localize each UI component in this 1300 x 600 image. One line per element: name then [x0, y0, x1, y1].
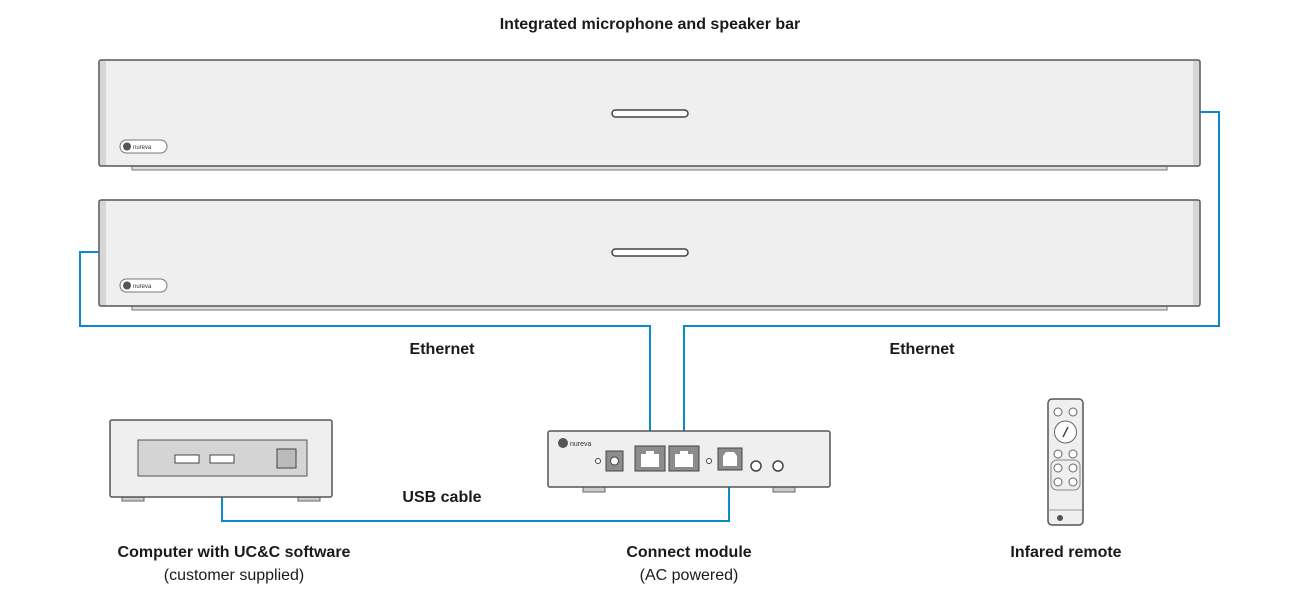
computer-label: Computer with UC&C software [118, 544, 351, 561]
remote-label: Infared remote [1010, 544, 1121, 561]
ethernet-label-left: Ethernet [410, 341, 476, 358]
module-label: Connect module [626, 544, 751, 561]
infrared-remote-device [1047, 398, 1084, 526]
ethernet-cable-right [683, 111, 1220, 440]
usb-port [209, 454, 235, 464]
speaker-bar-bottom: nureva [98, 199, 1201, 311]
diagram-title: Integrated microphone and speaker bar [500, 16, 801, 33]
usb-port [174, 454, 200, 464]
usb-cable-label: USB cable [402, 489, 481, 506]
logo-text: nureva [133, 284, 152, 290]
ethernet-cable-left [79, 251, 650, 440]
computer-device [109, 419, 333, 502]
audio-jack [750, 460, 762, 472]
logo-icon [123, 281, 131, 290]
logo-icon [558, 438, 568, 448]
connect-module-device: nureva [547, 430, 831, 493]
logo-text: nureva [133, 145, 152, 151]
computer-note: (customer supplied) [164, 567, 305, 584]
module-note: (AC powered) [640, 567, 739, 584]
audio-jack [772, 460, 784, 472]
speaker-bar-top: nureva [98, 59, 1201, 171]
logo-icon [123, 142, 131, 151]
ethernet-label-right: Ethernet [890, 341, 956, 358]
logo-text: nureva [570, 441, 592, 448]
logo-icon [1057, 515, 1063, 521]
power-button [276, 448, 297, 469]
